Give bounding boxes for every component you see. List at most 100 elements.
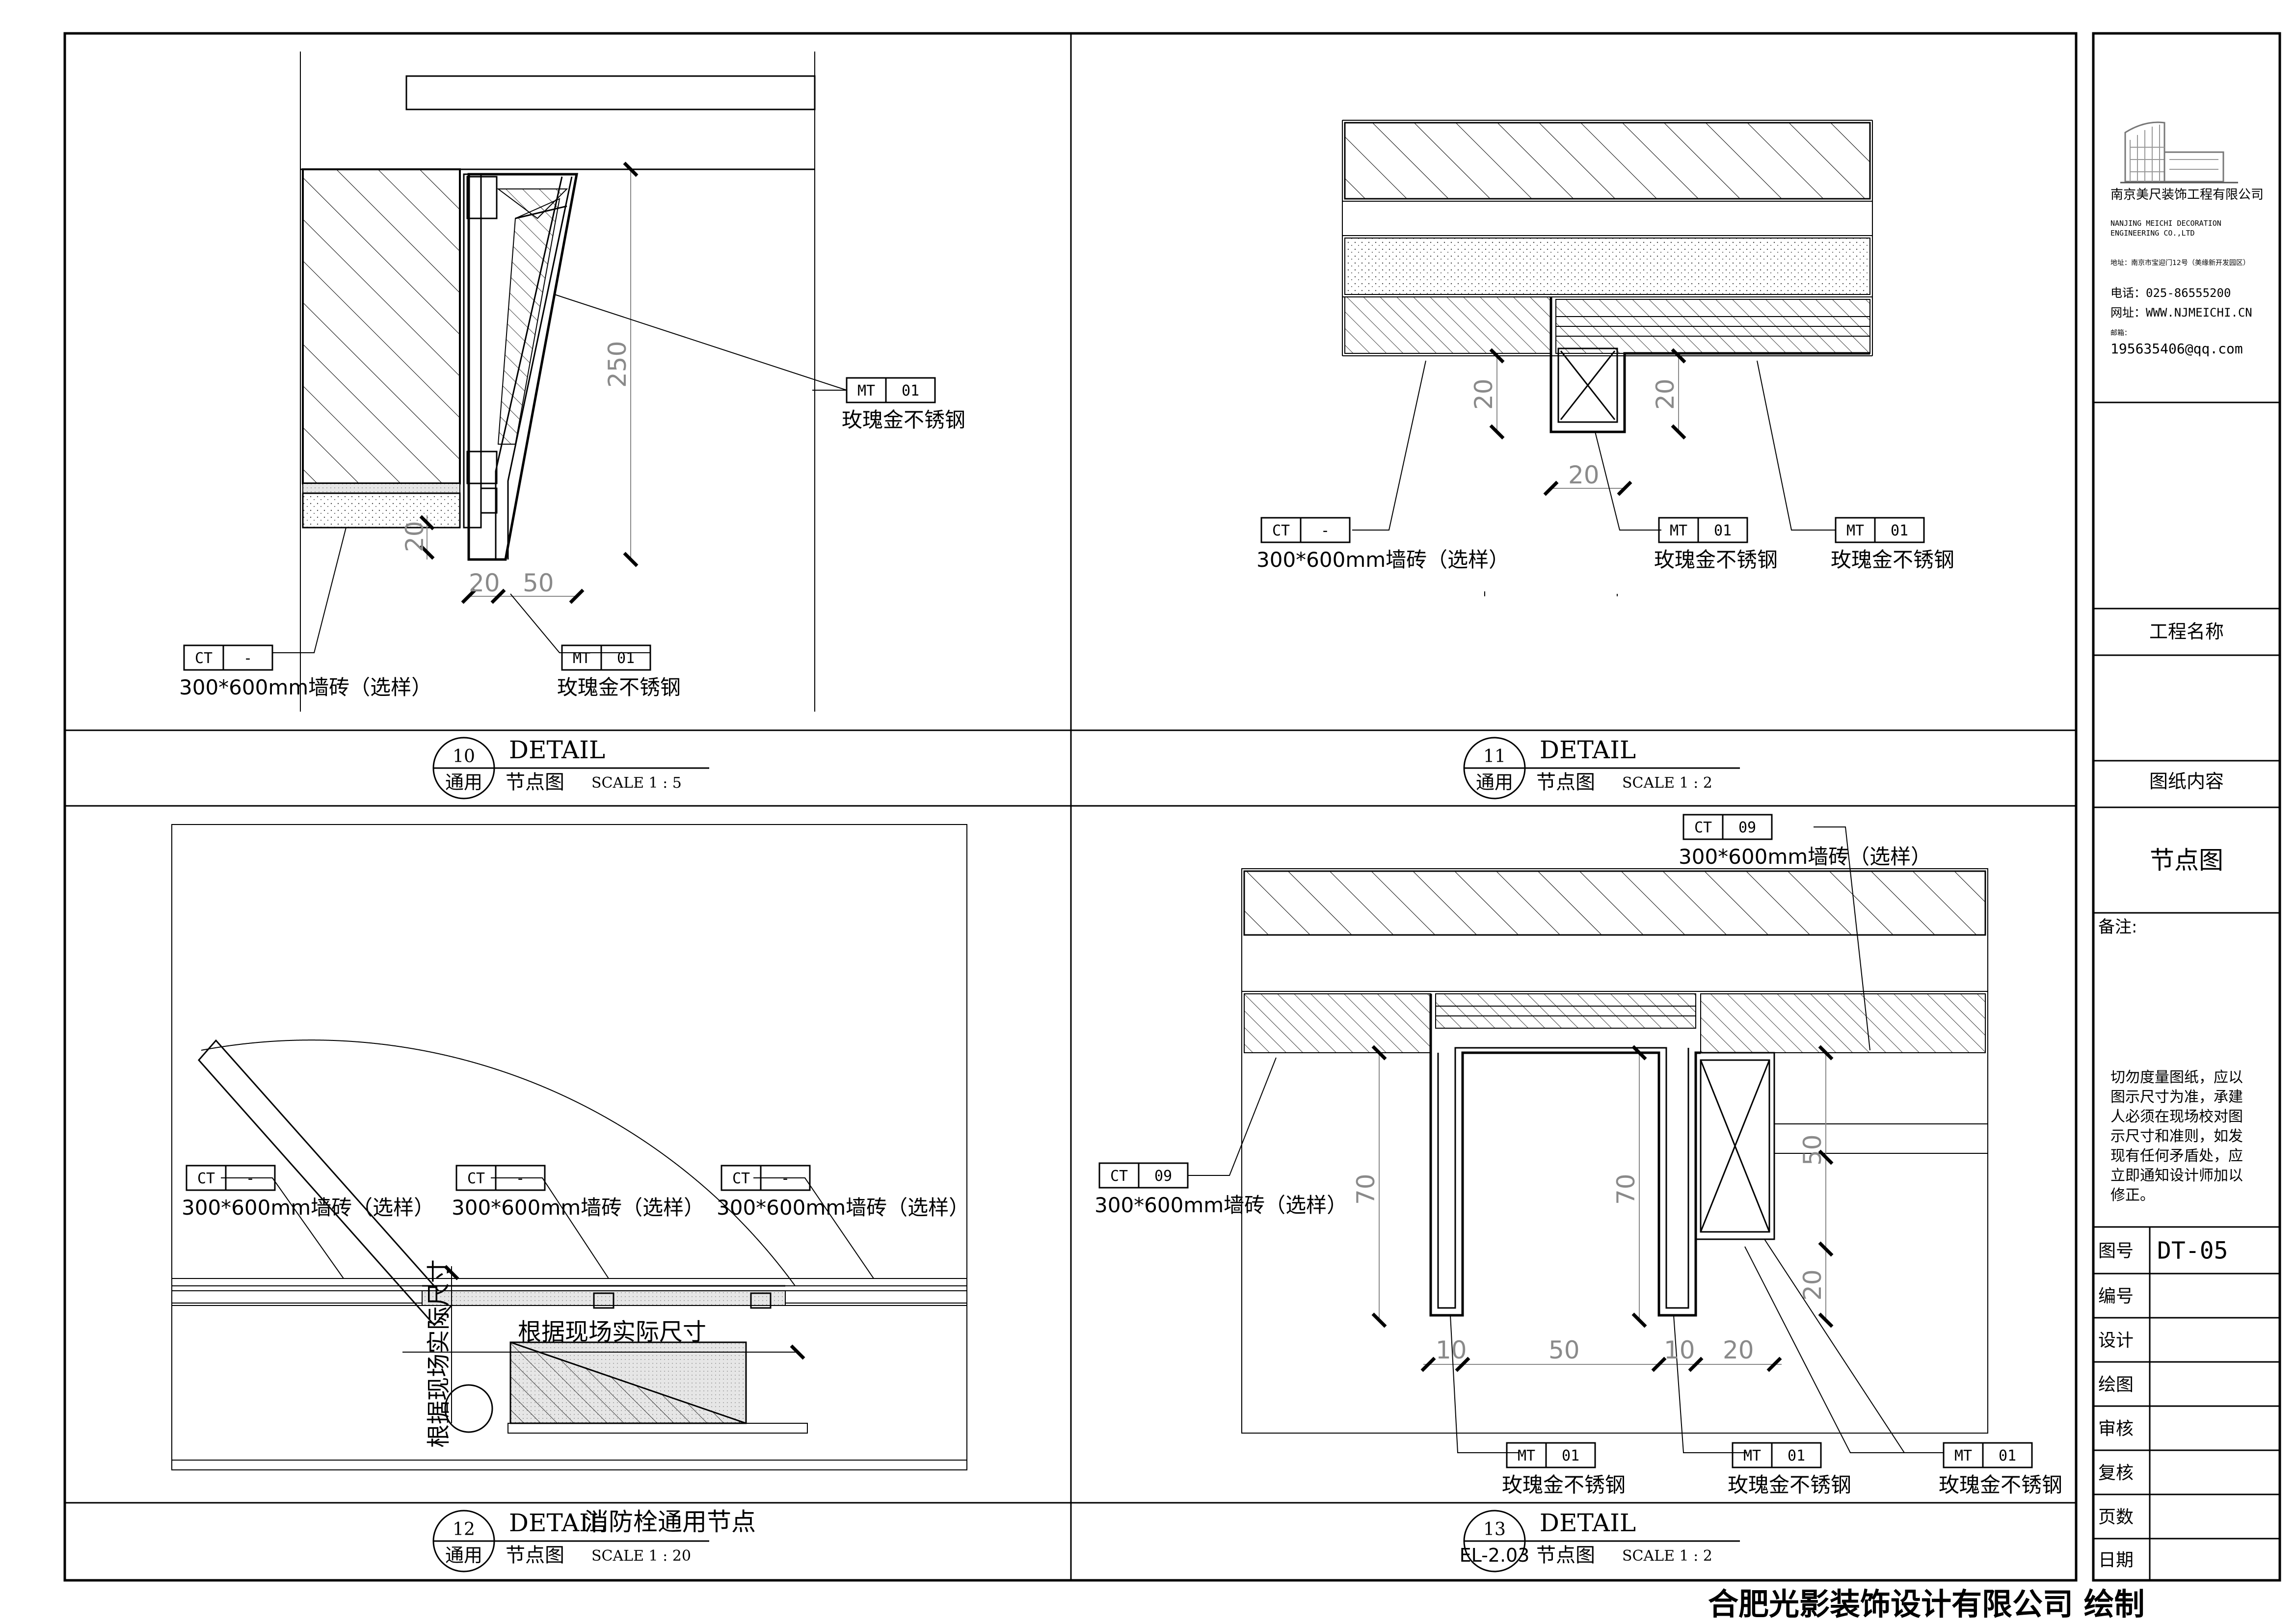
detail-title: DETAIL bbox=[509, 736, 605, 764]
footer-credit: 合肥光影装饰设计有限公司 绘制 bbox=[1708, 1586, 2145, 1622]
d10-dim-20b: 20 bbox=[469, 569, 500, 597]
tag-label: 玫瑰金不锈钢 bbox=[1654, 548, 1778, 572]
tag-box bbox=[1682, 814, 1773, 840]
tag-box bbox=[1835, 517, 1925, 543]
tag-code: MT bbox=[857, 382, 875, 399]
tag-box bbox=[846, 377, 936, 403]
tag-label: 玫瑰金不锈钢 bbox=[1939, 1473, 2062, 1497]
notice-line: 立即通知设计师加以 bbox=[2110, 1167, 2243, 1184]
tag-number: 01 bbox=[1562, 1447, 1579, 1464]
tag-number: 09 bbox=[1154, 1168, 1172, 1185]
d12-site-dim-h: 根据现场实际尺寸 bbox=[518, 1318, 706, 1346]
company-logo bbox=[2120, 121, 2238, 184]
d13-dim-50v: 50 bbox=[1798, 1134, 1827, 1166]
company-email: 195635406@qq.com bbox=[2110, 341, 2243, 357]
d13-dim-70b: 70 bbox=[1612, 1173, 1640, 1205]
d13-dim-50h: 50 bbox=[1548, 1336, 1580, 1364]
field-label: 复核 bbox=[2098, 1463, 2134, 1483]
tag-code: CT bbox=[197, 1170, 215, 1187]
notice-text: 切勿度量图纸，应以图示尺寸为准，承建人必须在现场校对图示尺寸和准则，如发现有任何… bbox=[2110, 1069, 2243, 1204]
material-tag-steel: MT 01 玫瑰金不锈钢 bbox=[842, 377, 965, 432]
detail-sub: 通用 bbox=[445, 772, 482, 793]
field-label: 设计 bbox=[2098, 1331, 2134, 1351]
tag-label: 300*600mm墙砖（选样） bbox=[1095, 1193, 1347, 1217]
drawing-content-label: 图纸内容 bbox=[2149, 771, 2224, 792]
material-tag-tile: CT-300*600mm墙砖（选样） bbox=[182, 1165, 434, 1220]
material-tag-tile: CT - 300*600mm墙砖（选样） bbox=[717, 1165, 969, 1220]
tag-code: MT bbox=[1743, 1447, 1761, 1464]
detail-number: 11 bbox=[1483, 746, 1506, 767]
d11-dim-20b: 20 bbox=[1651, 378, 1680, 410]
d11-dim-20a: 20 bbox=[1469, 378, 1498, 410]
tag-number: 01 bbox=[902, 382, 919, 399]
detail-number: 13 bbox=[1483, 1519, 1506, 1540]
company-web: 网址：WWW.NJMEICHI.CN bbox=[2110, 306, 2252, 319]
d13-dim-20v: 20 bbox=[1798, 1269, 1827, 1301]
detail-sub: 通用 bbox=[445, 1544, 482, 1566]
tag-code: MT bbox=[1846, 522, 1864, 539]
detail-number: 12 bbox=[453, 1519, 475, 1540]
detail-extra: 消防栓通用节点 bbox=[584, 1508, 756, 1536]
tag-box bbox=[721, 1165, 811, 1191]
tag-code: MT bbox=[1670, 522, 1687, 539]
tag-number: - bbox=[246, 1170, 255, 1187]
detail-scale: SCALE 1 : 2 bbox=[1622, 1547, 1712, 1565]
material-tag-tile: CT-300*600mm墙砖（选样） bbox=[179, 644, 432, 699]
tag-box bbox=[186, 1165, 276, 1191]
field-label: 页数 bbox=[2098, 1507, 2134, 1527]
field-label: 图号 bbox=[2098, 1241, 2134, 1261]
d13-dim-70a: 70 bbox=[1352, 1173, 1380, 1205]
detail-scale: SCALE 1 : 20 bbox=[591, 1547, 691, 1565]
company-name-cn: 南京美尺装饰工程有限公司 bbox=[2110, 187, 2264, 202]
tag-label: 300*600mm墙砖（选样） bbox=[452, 1196, 704, 1220]
detail-sub: 通用 bbox=[1476, 772, 1513, 793]
tag-number: - bbox=[243, 650, 252, 667]
company-address: 地址：南京市宝迎门12号（美缘新开发园区） bbox=[2110, 259, 2250, 267]
tag-code: MT bbox=[1518, 1447, 1535, 1464]
field-label: 编号 bbox=[2098, 1286, 2134, 1306]
tag-number: 01 bbox=[1788, 1447, 1805, 1464]
tag-box bbox=[183, 644, 273, 671]
tag-label: 玫瑰金不锈钢 bbox=[842, 408, 965, 432]
tag-box bbox=[1098, 1162, 1189, 1189]
tag-label: 300*600mm墙砖（选样） bbox=[717, 1196, 969, 1220]
detail-sub: EL-2.03 bbox=[1460, 1544, 1530, 1566]
tag-number: - bbox=[1321, 522, 1330, 539]
field-value: DT-05 bbox=[2157, 1237, 2228, 1265]
d13-dim-20h: 20 bbox=[1723, 1336, 1754, 1364]
d13-dim-10b: 10 bbox=[1664, 1336, 1695, 1364]
detail-title: DETAIL bbox=[1540, 736, 1636, 764]
tag-code: CT bbox=[1694, 819, 1712, 836]
detail-title: DETAIL bbox=[1540, 1509, 1636, 1537]
tag-box bbox=[1732, 1442, 1822, 1468]
field-label: 日期 bbox=[2098, 1550, 2134, 1571]
tag-label: 300*600mm墙砖（选样） bbox=[179, 675, 432, 699]
tag-number: - bbox=[781, 1170, 790, 1187]
company-name-en-1: NANJING MEICHI DECORATION bbox=[2110, 219, 2221, 228]
detail-type: 节点图 bbox=[1536, 1544, 1595, 1567]
detail-type: 节点图 bbox=[1536, 771, 1595, 794]
tag-label: 玫瑰金不锈钢 bbox=[1831, 548, 1954, 572]
tag-code: CT bbox=[467, 1170, 485, 1187]
detail-type: 节点图 bbox=[506, 771, 564, 794]
tag-box bbox=[1506, 1442, 1596, 1468]
tag-box bbox=[1658, 517, 1748, 543]
tag-code: CT bbox=[732, 1170, 750, 1187]
project-name-label: 工程名称 bbox=[2149, 621, 2224, 642]
d10-dim-50: 50 bbox=[523, 569, 554, 597]
d10-dim-20a: 20 bbox=[400, 521, 429, 552]
d10-dim-250: 250 bbox=[603, 341, 632, 388]
company-tel: 电话：025-86555200 bbox=[2110, 286, 2231, 300]
detail-10-drawing bbox=[272, 52, 847, 712]
tag-label: 300*600mm墙砖（选样） bbox=[1679, 845, 1931, 869]
title-block bbox=[2092, 32, 2281, 1582]
